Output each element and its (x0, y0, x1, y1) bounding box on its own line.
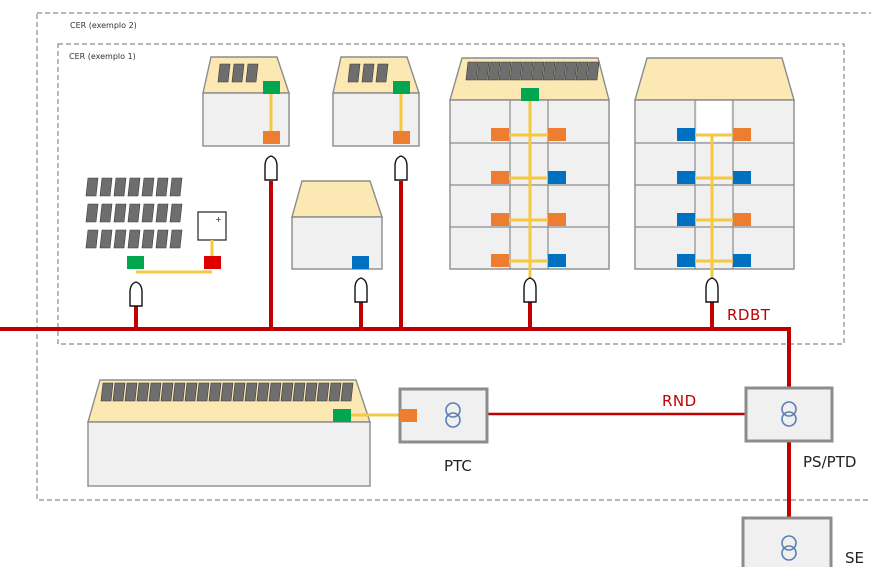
consumer-module (491, 254, 509, 267)
meter-icon (354, 277, 368, 303)
cer-frame-inner (57, 43, 845, 345)
industrial-building (87, 379, 417, 487)
storage-module (677, 128, 695, 141)
consumer-module (393, 131, 410, 144)
solar-panel-icon (100, 382, 354, 402)
producer-module (263, 81, 280, 94)
ground-solar-array: + (85, 177, 227, 307)
rdbt-grid (0, 181, 791, 388)
storage-module (677, 213, 695, 226)
rdbt-label: RDBT (727, 306, 771, 324)
meter-icon (705, 277, 719, 303)
meter-icon (264, 155, 278, 181)
consumer-module (548, 128, 566, 141)
storage-module (548, 171, 566, 184)
consumer-module (491, 213, 509, 226)
house-1 (202, 56, 290, 181)
rnd-grid (487, 412, 791, 518)
producer-module (333, 409, 351, 422)
storage-module (677, 254, 695, 267)
producer-module (521, 88, 539, 101)
consumer-module (548, 213, 566, 226)
apartment-building-1 (449, 57, 610, 303)
ps-ptd-substation (744, 386, 834, 443)
producer-module (393, 81, 410, 94)
storage-module (733, 171, 751, 184)
meter-icon (523, 277, 537, 303)
storage-module (352, 256, 369, 269)
cer-frame-outer (36, 12, 871, 501)
apartment-building-2 (634, 57, 795, 303)
storage-module (548, 254, 566, 267)
solar-panel-icon (85, 177, 183, 249)
storage-module (677, 171, 695, 184)
house-2 (332, 56, 420, 181)
consumer-module (263, 131, 280, 144)
se-substation (741, 516, 833, 567)
storage-module (733, 254, 751, 267)
consumer-module (491, 128, 509, 141)
consumer-module (491, 171, 509, 184)
ptc-label: PTC (444, 457, 472, 475)
solar-panel-icon (217, 63, 259, 83)
meter-icon (394, 155, 408, 181)
consumer-module (733, 213, 751, 226)
svg-text:+: + (215, 215, 222, 224)
battery-module (204, 256, 221, 269)
ptc-substation (398, 387, 489, 444)
meter-icon (129, 281, 143, 307)
house-3 (291, 180, 383, 303)
consumer-module (733, 128, 751, 141)
cer-frame-inner-label: CER (exemplo 1) (69, 52, 136, 61)
se-label: SE (845, 549, 864, 567)
ps-ptd-label: PS/PTD (803, 453, 856, 471)
solar-panel-icon (347, 63, 389, 83)
cer-frame-outer-label: CER (exemplo 2) (70, 21, 137, 30)
battery-icon (197, 211, 227, 241)
producer-module (127, 256, 144, 269)
rnd-label: RND (662, 392, 697, 410)
